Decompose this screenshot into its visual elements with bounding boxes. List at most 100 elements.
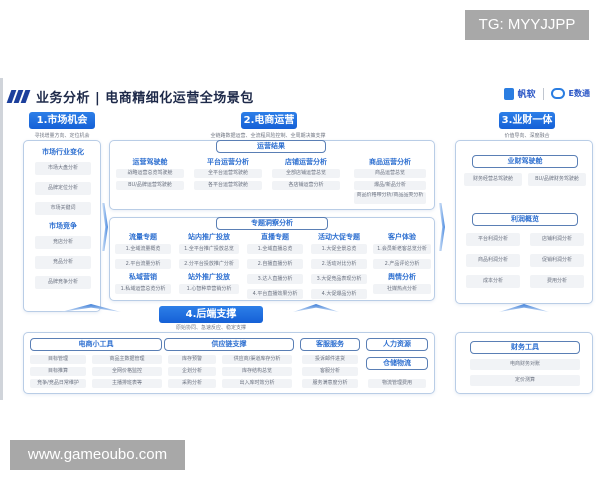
diagram-header: 业务分析 | 电商精细化运营全场景包 帆软 E数通: [6, 84, 590, 108]
item-cell: 商品运营总览: [354, 169, 426, 178]
insights-header: 专题洞察分析: [216, 217, 328, 230]
group-title: 舆情分析: [388, 273, 416, 281]
item-cell: 费用分析: [530, 275, 584, 288]
arrow-up-icon: [293, 304, 339, 312]
item-cell: 3.达人直播分析: [247, 274, 303, 284]
logistics-header: 仓储物流: [366, 357, 428, 370]
results-header: 运营结果: [216, 140, 326, 153]
item-cell: 成本分析: [466, 275, 520, 288]
item-cell: 全平台运营驾驶舱: [194, 169, 262, 178]
item-cell: 定价测算: [470, 375, 580, 386]
section3-panel: 业财驾驶舱 财务经营总驾驶舱 BU/品牌财务驾驶舱 利润概览 平台利润分析 店铺…: [455, 140, 593, 304]
item-cell: BU/品牌运营驾驶舱: [116, 181, 184, 190]
item-cell: 平台利润分析: [466, 233, 520, 246]
page-title: 业务分析 | 电商精细化运营全场景包: [36, 90, 254, 106]
group-title: 平台运营分析: [207, 158, 249, 166]
supply-chain-header: 供应链支撑: [164, 338, 294, 351]
item-cell: 全网价格监控: [92, 367, 162, 376]
arrow-right-icon: [439, 203, 445, 251]
item-cell: 采购分析: [168, 379, 216, 388]
group-title: 站外推广投放: [188, 273, 230, 281]
item-cell: 2.分平台投放推广分析: [179, 259, 239, 269]
finance-tools-panel: 财务工具 电商财务对账 定价测算: [455, 332, 593, 394]
section2-subtitle: 全链路数据运营、全流程风险控制、全周期决策支撑: [210, 133, 326, 139]
insights-panel: 专题洞察分析 流量专题 1.全域流量概览 2.平台流量分析 私域营销 1.私域运…: [109, 217, 435, 301]
brand-logos: 帆软 E数通: [503, 87, 590, 100]
section2-label: 2.电商运营: [241, 112, 297, 129]
section4-subtitle: 原始协同、急速反应、稳定支撑: [175, 325, 246, 331]
profit-header: 利润概览: [472, 213, 578, 226]
item-cell: 1.大促全景总览: [311, 244, 367, 254]
item-cell: 主播排班表等: [92, 379, 162, 388]
item-cell: 竞店分析: [35, 236, 91, 249]
watermark-bottom: www.gameoubo.com: [10, 440, 185, 470]
brand-secondary: E数通: [568, 89, 590, 98]
item-cell: 出入库时效分析: [222, 379, 292, 388]
item-cell: 品牌竞争分析: [35, 276, 91, 289]
results-panel: 运营结果 运营驾驶舱 战略运营总览驾驶舱 BU/品牌运营驾驶舱 平台运营分析 全…: [109, 140, 435, 210]
item-cell: 商品价格带分析/商品品类分析: [354, 192, 426, 204]
ecom-tools-header: 电商小工具: [30, 338, 162, 351]
group-title: 运营驾驶舱: [132, 158, 168, 166]
item-cell: 1.全域直播总览: [247, 244, 303, 254]
group-title: 商品运营分析: [369, 158, 411, 166]
item-cell: 商品利润分析: [466, 254, 520, 267]
group-title: 客户体验: [388, 233, 416, 241]
item-cell: 全部店铺运营总览: [272, 169, 340, 178]
section3-subtitle: 价值导向、深度融合: [504, 133, 550, 139]
item-cell: 企划分析: [168, 367, 216, 376]
item-cell: 4.大促爆品分析: [311, 289, 367, 299]
item-cell: 客服分析: [302, 367, 358, 376]
finance-tools-header: 财务工具: [470, 341, 580, 354]
item-cell: 市场关键词: [35, 202, 91, 215]
item-cell: 2.产品评论分析: [373, 259, 431, 269]
hr-header: 人力资源: [366, 338, 428, 351]
item-cell: 1.全平台推广投放总览: [179, 244, 239, 254]
item-cell: 各店铺运营分析: [272, 181, 340, 190]
arrow-right-icon: [102, 203, 108, 251]
group-title: 流量专题: [129, 233, 157, 241]
item-cell: 2.自播直播分析: [247, 259, 303, 269]
item-cell: 财务经营总驾驶舱: [464, 173, 522, 186]
item-cell: 2.活动对比分析: [311, 259, 367, 269]
fanruan-logo-icon: [503, 87, 514, 100]
item-cell: 库存结构总览: [222, 367, 292, 376]
item-cell: 市场大盘分析: [35, 162, 91, 175]
item-cell: 2.平台流量分析: [115, 259, 171, 269]
section4-panel: 电商小工具 目标管理 商品主数据管理 目标推算 全网价格监控 竞争/竞品日常维护…: [23, 332, 435, 394]
group-title: 私域营销: [129, 273, 157, 281]
item-cell: 服务满意度分析: [302, 379, 358, 388]
item-cell: 目标管理: [30, 355, 86, 364]
item-cell: 战略运营总览驾驶舱: [116, 169, 184, 178]
item-cell: 1.全域流量概览: [115, 244, 171, 254]
item-cell: 竞品分析: [35, 256, 91, 269]
slashes-icon: [6, 89, 31, 103]
item-cell: 3.大促竞品表现分析: [311, 274, 367, 284]
item-cell: 4.平台直播效果分析: [247, 289, 303, 299]
item-cell: 物流管理费用: [368, 379, 426, 388]
item-cell: 社媒热点分析: [373, 284, 431, 294]
brand-divider: [542, 87, 544, 100]
watermark-top: TG: MYYJJPP: [465, 10, 589, 40]
item-cell: 各平台运营驾驶舱: [194, 181, 262, 190]
item-cell: 竞争/竞品日常维护: [30, 379, 86, 388]
group-title: 直播专题: [261, 233, 289, 241]
group-title: 店铺运营分析: [285, 158, 327, 166]
diagram-canvas: 业务分析 | 电商精细化运营全场景包 帆软 E数通 1.市场机会 寻找增量方向、…: [0, 78, 600, 400]
group-title: 站内推广投放: [188, 233, 230, 241]
item-cell: 库存预警: [168, 355, 216, 364]
item-cell: 1.心智种草营销分析: [179, 284, 239, 294]
group-title: 活动大促专题: [318, 233, 360, 241]
item-cell: BU/品牌财务驾驶舱: [528, 173, 586, 186]
item-cell: 店铺利润分析: [530, 233, 584, 246]
item-cell: 电商财务对账: [470, 359, 580, 370]
item-cell: 投诉邮件进货: [302, 355, 358, 364]
customer-service-header: 客服服务: [300, 338, 360, 351]
cockpit-header: 业财驾驶舱: [472, 155, 578, 168]
item-cell: 促销利润分析: [530, 254, 584, 267]
e-logo-icon: [550, 88, 565, 99]
brand-primary: 帆软: [517, 90, 536, 100]
group-title: 市场竞争: [49, 222, 77, 230]
arrow-up-icon: [499, 304, 549, 312]
